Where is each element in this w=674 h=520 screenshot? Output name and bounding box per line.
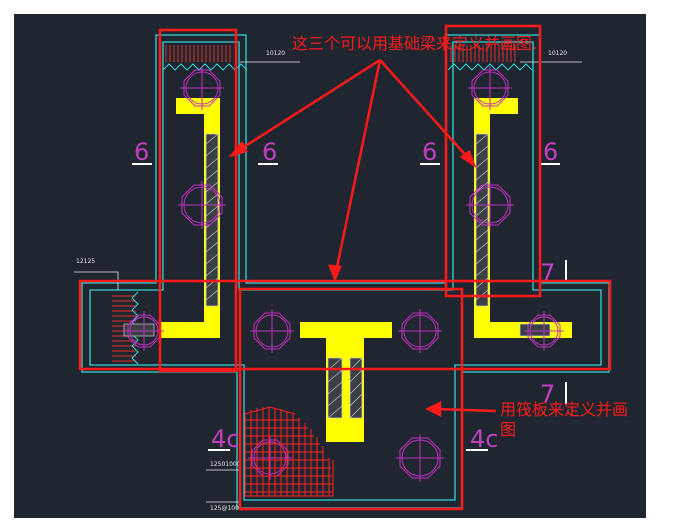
left-side-code: 12125 [76,258,95,265]
octagon-circle-icon [396,434,444,482]
highlight-raft [238,287,464,511]
octagon-circle-icon [124,311,164,351]
section-mark-bottom-left: 4c [211,425,239,453]
section-ticks [132,163,567,451]
leader-lines [74,61,582,503]
section-mark-left-b: 6 [262,138,277,166]
top-annotation: 这三个可以用基础梁来定义并画图. [292,34,538,53]
octagon-circle-icon [398,309,442,353]
section-mark-left-a: 6 [134,138,149,166]
bottom-code-a: 12501000 [210,461,241,468]
bottom-code-b: 125@100 [210,505,239,512]
highlight-boxes [78,24,612,511]
octagon-circle-icon [468,66,512,110]
section-mark-side-lower: 7 [540,380,555,408]
section-mark-bottom-right: 4c [470,425,498,453]
bottom-annotation-line1: 用筏板来定义并画 [500,400,629,419]
section-mark-right-a: 6 [422,138,437,166]
rebar-fringe [165,45,516,62]
octagon-circle-icon [178,181,226,229]
section-marks: 6 6 6 6 4c 4c 7 7 [134,138,558,453]
octagon-circle-icon [466,181,514,229]
section-mark-side-upper: 7 [540,259,555,287]
break-line [162,63,533,71]
highlight-right-beam [444,24,542,298]
section-mark-right-b: 6 [543,138,558,166]
left-top-code: 10120 [266,50,285,57]
highlight-left-beam [158,28,238,373]
octagon-circle-icon [180,66,224,110]
raft-rebar-mesh [244,406,334,497]
small-code-labels: 10120 10120 12125 12501000 125@100 [76,50,567,512]
bottom-annotation-line2: 图 [500,420,517,439]
highlight-cross-beam [78,279,612,371]
arrow-icon [228,58,497,418]
octagon-circle-icon [524,311,564,351]
right-top-code: 10120 [548,50,567,57]
bottom-annotation: 用筏板来定义并画 图 [500,400,628,440]
octagon-circle-icon [250,309,294,353]
